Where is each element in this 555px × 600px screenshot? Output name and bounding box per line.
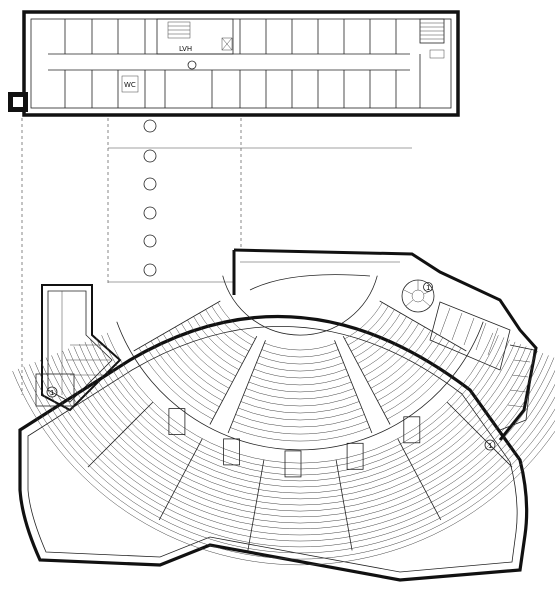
colonnade [21,118,412,395]
vomitory [403,416,421,444]
aisle-line [379,300,467,352]
section-marker-icon [484,439,496,451]
aisle-line [209,336,258,425]
seat-row [181,323,236,377]
spiral-stair-icon: 1 [401,279,435,313]
seat-row [367,326,425,383]
seat-row [162,333,226,395]
seat-row [90,339,510,482]
aisle-line [87,401,154,468]
seat-row [150,340,220,408]
seat-row [377,337,444,401]
seat-row [360,319,413,371]
seat-row [211,305,253,346]
aisle-line [334,340,373,434]
seat-row [383,344,456,414]
seat-row [199,312,246,358]
seat-row [168,330,230,389]
seat-row [351,309,395,352]
stair-icon [156,18,234,55]
seat-row [374,333,438,395]
seat-row [156,337,223,401]
circle-mark-lower: 1 [488,442,492,450]
vomitory [168,408,186,436]
circle-mark-left: 1 [50,389,54,397]
seat-row [347,305,389,346]
seat-row [84,341,516,488]
seating-aisles [87,300,513,551]
vomitory [346,442,364,470]
seat-row [251,375,349,386]
seat-row [243,394,357,407]
aisle-line [446,401,513,468]
stage-block: 1 1 [232,248,538,451]
seat-row [45,357,555,530]
upper-room-partitions [64,19,421,108]
seat-row [193,316,243,364]
seat-row [34,362,555,542]
aisle-line [342,336,391,425]
seat-row [51,355,549,524]
seat-row [240,401,360,414]
seat-row [205,309,249,352]
section-marker-icon [187,60,197,70]
seat-row [175,326,233,383]
seat-row [12,371,555,566]
upper-room-label: WC [124,81,136,89]
right-stair-icon [419,18,445,59]
seat-row [67,348,533,506]
seat-row [256,362,344,372]
seat-row [387,347,462,420]
seat-row [56,353,544,518]
vomitory [284,450,302,478]
upper-building-block: LVH WC [8,10,460,117]
lift-label: LVH [179,45,192,53]
seat-row [138,347,213,420]
seat-row [187,319,240,371]
seat-row [23,366,555,554]
seat-row [344,302,383,340]
seat-row [217,302,256,340]
aisle-line [397,438,442,521]
seat-row [364,323,419,377]
seat-row [144,344,217,414]
aisle-line [247,459,265,551]
seat-row [264,342,336,351]
seat-row [230,427,370,442]
seat-row [261,349,339,358]
aisle-line [227,340,266,434]
seat-row [232,420,368,435]
seat-row [259,355,341,365]
seat-row [235,414,365,428]
seat-row [238,407,362,421]
seat-row [101,335,499,470]
auditorium-hall [18,314,529,582]
seat-row [248,381,352,393]
aisle-line [335,459,353,551]
circle-mark-right: 1 [426,284,430,292]
seat-row [253,368,347,379]
column-circle-icon [143,119,157,277]
aisle-line [158,438,203,521]
seat-row [79,344,521,494]
seat-row [380,340,450,408]
seat-row [354,312,401,358]
seat-row [40,359,555,536]
seat-row [246,388,354,400]
aisle-line [133,300,221,352]
seat-row [370,330,432,389]
section-marker-icon [46,386,58,398]
seat-row [29,364,555,548]
seat-row [17,368,555,560]
seat-row [62,350,538,512]
vomitory [223,438,241,466]
seat-row [116,321,484,451]
seat-row [222,275,378,336]
seat-row [357,316,407,364]
